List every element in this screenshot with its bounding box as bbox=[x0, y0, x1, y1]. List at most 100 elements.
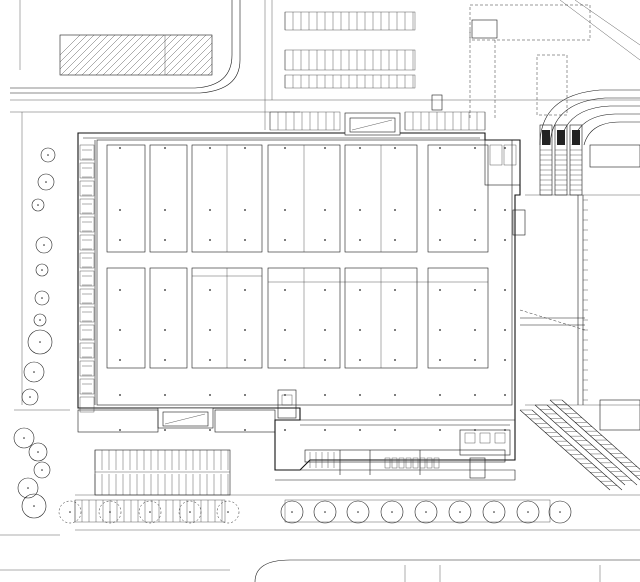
column-dot bbox=[244, 289, 246, 291]
column-dot bbox=[164, 239, 166, 241]
column-dot bbox=[164, 359, 166, 361]
column-dot bbox=[209, 359, 211, 361]
column-dot bbox=[164, 429, 166, 431]
column-dot bbox=[284, 429, 286, 431]
tree-trunk bbox=[69, 511, 71, 513]
hatch-line bbox=[193, 56, 212, 75]
column-dot bbox=[324, 429, 326, 431]
left-service-rooms bbox=[79, 144, 95, 413]
column-dot bbox=[244, 329, 246, 331]
column-dot bbox=[164, 209, 166, 211]
column-dot bbox=[394, 239, 396, 241]
tree-symbol bbox=[33, 461, 51, 479]
hatch-line bbox=[88, 35, 130, 75]
column-dot bbox=[209, 147, 211, 149]
trees-bottom-left bbox=[13, 427, 51, 519]
hatch-line bbox=[137, 35, 179, 75]
column-dot bbox=[119, 147, 121, 149]
column-dot bbox=[359, 394, 361, 396]
hatch-line bbox=[102, 35, 144, 75]
column-dot bbox=[474, 394, 476, 396]
column-dot bbox=[504, 209, 506, 211]
tree-trunk bbox=[39, 319, 41, 321]
column-dot bbox=[474, 359, 476, 361]
tree-symbol bbox=[40, 147, 56, 163]
tree-trunk bbox=[189, 511, 191, 513]
parking-area-top bbox=[269, 11, 486, 131]
parking-row bbox=[284, 74, 416, 89]
parking-row bbox=[269, 111, 341, 131]
annex-cell bbox=[398, 457, 405, 469]
hall-block bbox=[106, 267, 146, 369]
tree-trunk bbox=[33, 505, 35, 507]
tree-symbol bbox=[414, 500, 438, 524]
annex-cell bbox=[426, 457, 433, 469]
tree-trunk bbox=[45, 181, 47, 183]
tree-symbol bbox=[13, 427, 35, 449]
tree-symbol bbox=[548, 500, 572, 524]
tree-trunk bbox=[291, 511, 293, 513]
hatch-line bbox=[74, 35, 116, 75]
column-dot bbox=[119, 329, 121, 331]
tree-trunk bbox=[41, 269, 43, 271]
column-dot bbox=[244, 209, 246, 211]
column-dot bbox=[359, 289, 361, 291]
column-dot bbox=[284, 289, 286, 291]
tree-symbol bbox=[27, 329, 53, 355]
hall-block bbox=[149, 267, 188, 369]
dock-door bbox=[557, 130, 565, 145]
column-dot bbox=[394, 209, 396, 211]
top-site-context bbox=[10, 0, 640, 131]
tree-trunk bbox=[459, 511, 461, 513]
column-dot bbox=[324, 394, 326, 396]
column-dot bbox=[284, 329, 286, 331]
tree-symbol bbox=[482, 500, 506, 524]
parking-row bbox=[284, 11, 416, 31]
tree-trunk bbox=[391, 511, 393, 513]
column-dot bbox=[394, 394, 396, 396]
column-dot bbox=[209, 209, 211, 211]
annex-cell bbox=[391, 457, 398, 469]
column-dot bbox=[474, 329, 476, 331]
tree-symbol bbox=[216, 500, 240, 524]
parking-row bbox=[284, 499, 551, 523]
column-dot bbox=[164, 394, 166, 396]
column-dot bbox=[119, 394, 121, 396]
service-room bbox=[79, 306, 95, 323]
tree-symbol bbox=[313, 500, 337, 524]
tree-trunk bbox=[39, 341, 41, 343]
annex-cell bbox=[412, 457, 419, 469]
service-room bbox=[79, 216, 95, 233]
tree-strip-left bbox=[21, 147, 56, 406]
hatched-building bbox=[59, 34, 213, 76]
tree-trunk bbox=[493, 511, 495, 513]
tree-trunk bbox=[425, 511, 427, 513]
hatch-line bbox=[116, 35, 158, 75]
hatch-line bbox=[158, 35, 200, 75]
column-dot bbox=[504, 239, 506, 241]
tree-symbol bbox=[34, 290, 50, 306]
hatch-line bbox=[109, 35, 151, 75]
hatch-line bbox=[200, 63, 212, 75]
parking-area-bottom bbox=[74, 449, 551, 523]
tree-symbol bbox=[33, 313, 47, 327]
tree-trunk bbox=[37, 451, 39, 453]
tree-row-bottom bbox=[58, 500, 572, 524]
column-dot bbox=[284, 147, 286, 149]
column-dot bbox=[119, 209, 121, 211]
column-dot bbox=[504, 329, 506, 331]
column-dot bbox=[324, 359, 326, 361]
tree-trunk bbox=[29, 396, 31, 398]
tree-trunk bbox=[227, 511, 229, 513]
column-dot bbox=[474, 239, 476, 241]
tree-symbol bbox=[346, 500, 370, 524]
tree-symbol bbox=[280, 500, 304, 524]
tree-trunk bbox=[47, 154, 49, 156]
tree-symbol bbox=[28, 442, 48, 462]
annex-cell bbox=[384, 457, 391, 469]
column-dot bbox=[394, 289, 396, 291]
column-dot bbox=[284, 359, 286, 361]
column-dot bbox=[439, 394, 441, 396]
column-dot bbox=[504, 289, 506, 291]
